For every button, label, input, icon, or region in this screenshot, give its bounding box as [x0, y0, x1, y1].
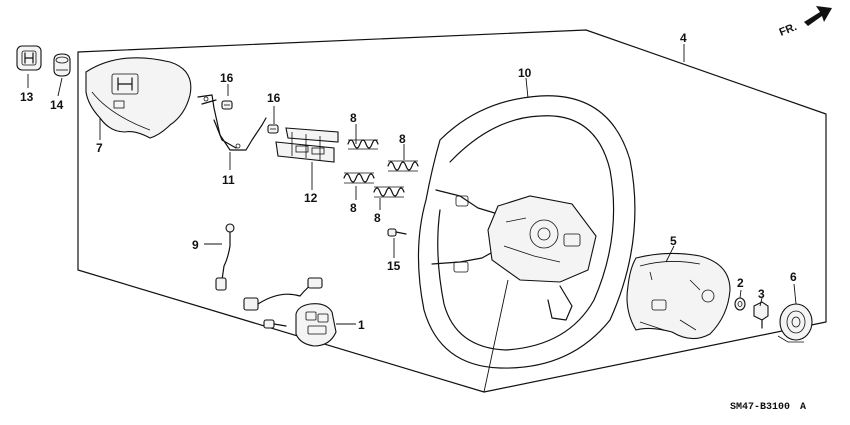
- drawing-code-suffix: A: [800, 402, 806, 413]
- part-cap: [53, 53, 71, 77]
- part-rear-cover: [626, 252, 731, 340]
- callout-11: 11: [222, 173, 235, 187]
- part-spring-a: [347, 139, 379, 150]
- callout-1: 1: [358, 318, 365, 332]
- part-spring-b: [387, 160, 419, 172]
- callout-9: 9: [192, 238, 199, 252]
- part-screw: [387, 228, 407, 237]
- callout-13: 13: [20, 90, 34, 104]
- callout-4: 4: [680, 31, 687, 45]
- drawing-code-block: SM47-B3100 A: [730, 402, 806, 413]
- part-steering-wheel: [417, 95, 636, 369]
- callout-16-left: 16: [220, 71, 234, 85]
- callout-6: 6: [790, 270, 797, 284]
- callout-7: 7: [96, 141, 103, 155]
- part-washer: [734, 297, 746, 311]
- direction-label: FR.: [778, 21, 799, 39]
- front-direction-indicator: FR.: [778, 6, 832, 39]
- callout-8-bottom-right: 8: [374, 211, 381, 225]
- part-airbag-cover: [85, 57, 192, 139]
- leader-lines: [27, 44, 797, 393]
- callout-8-top-right: 8: [399, 132, 406, 146]
- part-switch-holder: [275, 127, 339, 163]
- part-spring-d: [373, 186, 405, 198]
- part-bolt-lower: [267, 124, 279, 134]
- callout-8-bottom-left: 8: [350, 201, 357, 215]
- callout-15: 15: [387, 259, 401, 273]
- callout-14: 14: [50, 98, 64, 112]
- drawing-code: SM47-B3100: [730, 402, 790, 413]
- callout-3: 3: [758, 287, 765, 301]
- front-arrow-icon: [804, 6, 832, 26]
- part-bracket: [197, 94, 267, 151]
- part-wire-harness: [215, 223, 235, 291]
- assembly-boundary: [77, 29, 827, 393]
- part-bolt-upper: [221, 100, 233, 110]
- callout-2: 2: [737, 276, 744, 290]
- callout-labels: 1 2 3 4 5 6 7 8 8 8 8 9 10 11 12 13 14 1…: [20, 31, 797, 332]
- part-cable-reel: [777, 303, 813, 343]
- part-cruise-switch: [243, 277, 337, 347]
- part-emblem: [16, 45, 42, 71]
- callout-8-top-left: 8: [350, 111, 357, 125]
- callout-16-right: 16: [267, 91, 281, 105]
- callout-5: 5: [670, 234, 677, 248]
- part-nut: [753, 301, 769, 329]
- callout-10: 10: [518, 66, 532, 80]
- callout-12: 12: [304, 191, 318, 205]
- part-spring-c: [343, 172, 375, 184]
